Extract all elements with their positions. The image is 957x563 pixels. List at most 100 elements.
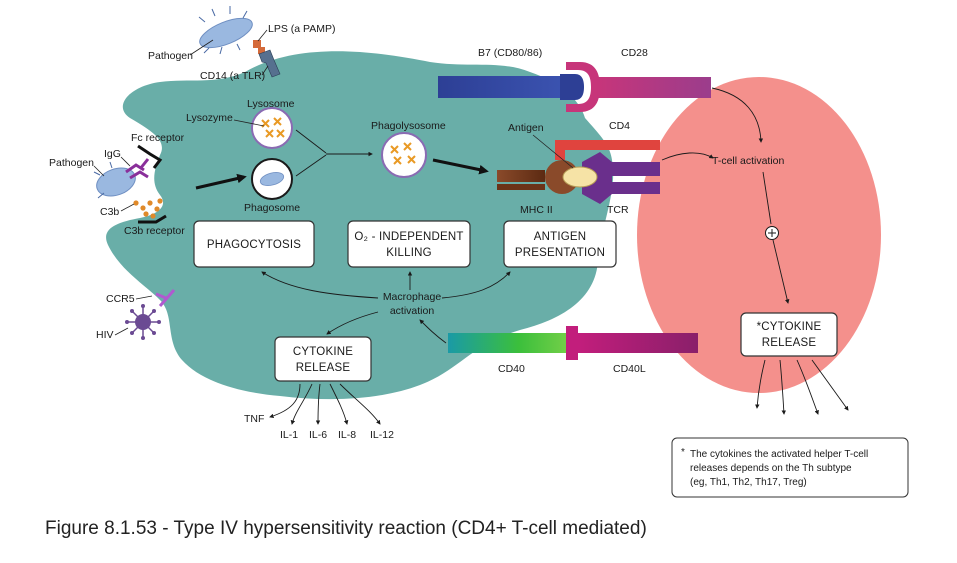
- hiv-pointer: [114, 327, 129, 336]
- macrophage-activation-line1: Macrophage: [383, 291, 442, 303]
- lysosome: [251, 107, 293, 149]
- tcell-cytokine-line2: RELEASE: [762, 337, 817, 349]
- o2-line1: O₂ - INDEPENDENT: [354, 231, 463, 243]
- il12-arrow: [339, 383, 381, 425]
- cytokine-line2: RELEASE: [296, 362, 351, 374]
- c3b-receptor: [138, 214, 167, 224]
- o2-independent-killing-box: [347, 220, 471, 268]
- ccr5-receptor: [155, 289, 176, 307]
- ccr5-pointer: [135, 295, 153, 300]
- il1-label: IL-1: [280, 429, 298, 441]
- cd40-label: CD40: [498, 363, 525, 375]
- macrophage-activation-line2: activation: [390, 305, 435, 317]
- b7-molecule: [438, 76, 564, 98]
- footnote-line1: The cytokines the activated helper T-cel…: [690, 449, 868, 460]
- tnf-label: TNF: [244, 413, 264, 425]
- arrow-activation-to-phagocytosis: [261, 271, 379, 299]
- il1-arrow: [290, 383, 313, 425]
- cd4-label: CD4: [609, 120, 630, 132]
- fc-receptor-label: Fc receptor: [131, 132, 185, 144]
- b7-tip: [560, 74, 584, 100]
- igg-antibody: [125, 158, 150, 180]
- arrow-b7-to-activation: [711, 87, 764, 143]
- tcell-cytokine-line1: *CYTOKINE: [757, 321, 822, 333]
- tcr-label: TCR: [607, 204, 629, 216]
- arrow-phagolysosome-to-mhc: [432, 158, 489, 175]
- fc-receptor: [137, 144, 163, 169]
- footnote-star: *: [681, 447, 685, 458]
- c3b-label: C3b: [100, 206, 119, 218]
- cd14-pointer: [261, 65, 269, 76]
- il6-arrow: [315, 383, 321, 425]
- phagosome: [251, 158, 293, 200]
- antigen-line1: ANTIGEN: [534, 231, 587, 243]
- ccr5-label: CCR5: [106, 293, 135, 305]
- cd14-label: CD14 (a TLR): [200, 70, 265, 82]
- lps-pamp: [253, 40, 265, 54]
- pathogen-left-pointer: [93, 165, 105, 177]
- lps-label: LPS (a PAMP): [268, 23, 336, 35]
- cd28-molecule: [596, 77, 711, 98]
- cd40l-label: CD40L: [613, 363, 646, 375]
- c3b-receptor-label: C3b receptor: [124, 225, 185, 237]
- lysozyme-pointer: [233, 119, 265, 127]
- arrow-activation-to-cytokine: [326, 311, 379, 335]
- tcr-molecule: [582, 152, 660, 204]
- footnote-line2: releases depends on the Th subtype: [690, 463, 852, 474]
- figure-caption: Figure 8.1.53 - Type IV hypersensitivity…: [45, 518, 647, 539]
- c3b-pointer: [120, 203, 135, 212]
- pathogen-left-label: Pathogen: [49, 157, 94, 169]
- il6-label: IL-6: [309, 429, 327, 441]
- b7-label: B7 (CD80/86): [478, 47, 542, 59]
- arrow-tcr-to-activation: [661, 152, 714, 161]
- antigen-peptide: [562, 166, 598, 188]
- arrow-plus-to-cytokine: [772, 239, 790, 304]
- tcell-activation-label: T-cell activation: [712, 155, 785, 167]
- cd14-receptor: [258, 49, 281, 78]
- pathogen-left: [93, 161, 136, 199]
- cd40-molecule: [448, 333, 576, 353]
- mhc2-stalk: [497, 170, 545, 182]
- phagosome-label: Phagosome: [244, 202, 300, 214]
- tcell-cytokine-arrow-2: [779, 359, 787, 415]
- phagolysosome-label: Phagolysosome: [371, 120, 446, 132]
- phagocytosis-text: PHAGOCYTOSIS: [207, 239, 301, 251]
- cd40l-molecule: [578, 333, 698, 353]
- antigen-label: Antigen: [508, 122, 544, 134]
- cd40l-clamp: [566, 326, 578, 360]
- arrow-engulf-to-phagosome: [195, 173, 247, 190]
- cytokine-line1: CYTOKINE: [293, 346, 353, 358]
- igg-pointer: [120, 156, 131, 167]
- tcell-cytokine-arrow-4: [811, 359, 849, 411]
- cd4-molecule: [555, 140, 660, 160]
- phagolysosome: [381, 132, 427, 178]
- lysosome-label: Lysosome: [247, 98, 295, 110]
- il8-arrow: [329, 383, 349, 425]
- lysosome-fusion-line: [295, 129, 327, 154]
- il12-label: IL-12: [370, 429, 394, 441]
- tcell-cytokine-arrow-3: [796, 359, 819, 415]
- lps-pointer: [257, 29, 268, 42]
- phagocytosis-box: [193, 220, 315, 268]
- pathogen-top-label: Pathogen: [148, 50, 193, 62]
- arrow-activation-to-antigen: [441, 271, 511, 299]
- cytokine-release-box: [274, 336, 372, 382]
- tcell-cytokine-release-box: [740, 312, 838, 357]
- antigen-line2: PRESENTATION: [515, 247, 605, 259]
- tnf-arrow: [269, 383, 301, 419]
- igg-label: IgG: [104, 148, 121, 160]
- hiv-virus: [125, 304, 161, 340]
- hiv-label: HIV: [96, 329, 114, 341]
- il8-label: IL-8: [338, 429, 356, 441]
- antigen-presentation-box: [503, 220, 617, 268]
- antigen-pointer: [532, 134, 574, 169]
- footnote-box: [671, 437, 909, 498]
- arrow-cd40-to-activation: [419, 319, 447, 344]
- mhc2-label: MHC II: [520, 204, 553, 216]
- phagosome-fusion-line: [295, 154, 327, 177]
- pathogen-top: [198, 6, 253, 55]
- tcell-cytokine-arrow-1: [755, 359, 766, 409]
- lysozyme-label: Lysozyme: [186, 112, 233, 124]
- mhc2-stalk-2: [497, 184, 545, 190]
- cd28-cup: [566, 62, 600, 112]
